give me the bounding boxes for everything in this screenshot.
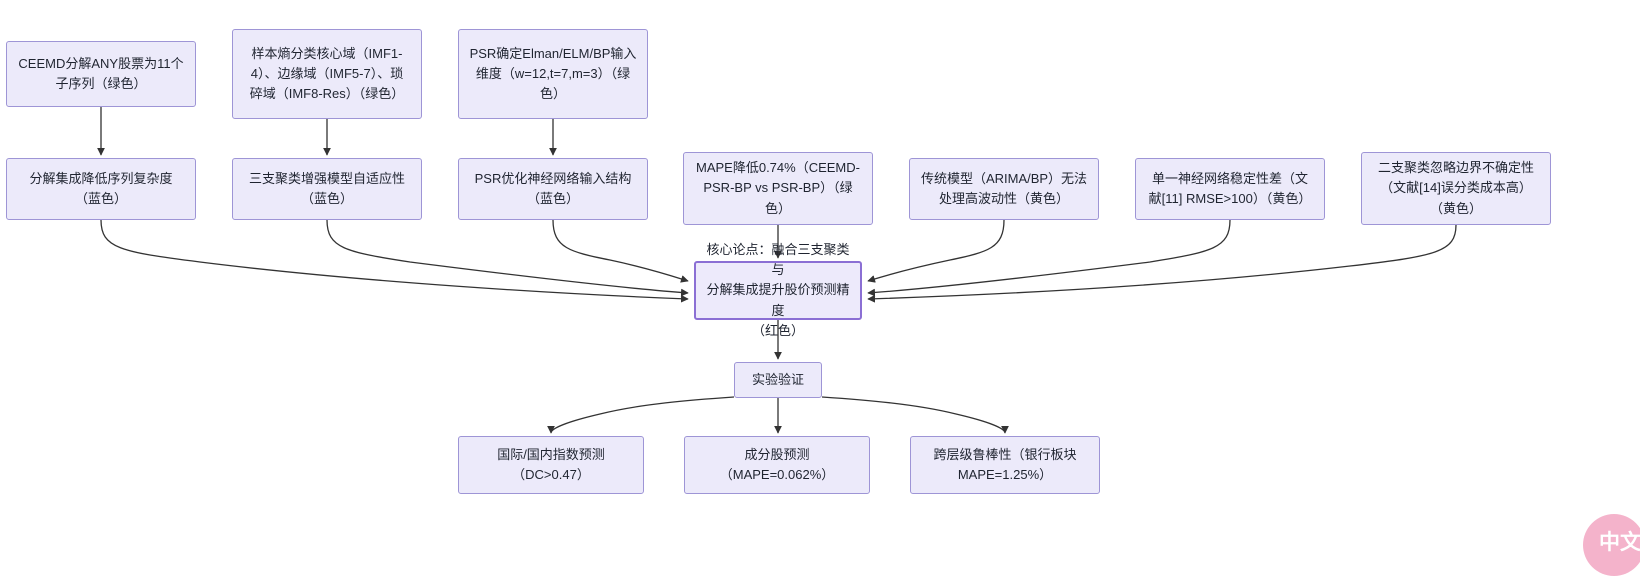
watermark-text: 中文 [1599, 531, 1640, 555]
node-mape-improvement[interactable]: MAPE降低0.74%（CEEMD- PSR-BP vs PSR-BP）（绿 色… [683, 152, 873, 225]
node-psr-optimizes-network-structure[interactable]: PSR优化神经网络输入结构 （蓝色） [458, 158, 648, 220]
node-label: 三支聚类增强模型自适应性 （蓝色） [248, 170, 405, 206]
node-constituent-stock-prediction[interactable]: 成分股预测 （MAPE=0.062%） [684, 436, 870, 494]
node-label: 跨层级鲁棒性（银行板块 MAPE=1.25%） [933, 446, 1077, 482]
node-sample-entropy-classification[interactable]: 样本熵分类核心域（IMF1- 4）、边缘域（IMF5-7）、琐 碎域（IMF8-… [232, 29, 422, 119]
edge-n6-core [552, 219, 689, 283]
node-label: 样本熵分类核心域（IMF1- 4）、边缘域（IMF5-7）、琐 碎域（IMF8-… [249, 45, 405, 102]
edge-n11-n14 [821, 396, 1009, 434]
node-label: PSR确定Elman/ELM/BP输入 维度（w=12,t=7,m=3）（绿 色… [469, 45, 637, 102]
edge-n5-core [326, 219, 689, 297]
node-label: 核心论点：融合三支聚类与 分解集成提升股价预测精度 （红色） [706, 242, 850, 338]
edge-n4-core [100, 219, 689, 303]
node-label: 二支聚类忽略边界不确定性 （文献[14]误分类成本高） （黄色） [1377, 160, 1534, 216]
node-core-thesis[interactable]: 核心论点：融合三支聚类与 分解集成提升股价预测精度 （红色） [694, 242, 862, 338]
node-label: 国际/国内指数预测 （DC>0.47） [497, 446, 605, 482]
node-experimental-validation[interactable]: 实验验证 [734, 362, 822, 398]
edge-n11-n12 [547, 396, 735, 434]
node-cross-level-robustness[interactable]: 跨层级鲁棒性（银行板块 MAPE=1.25%） [910, 436, 1100, 494]
node-traditional-models-limitation[interactable]: 传统模型（ARIMA/BP）无法 处理高波动性（黄色） [909, 158, 1099, 220]
node-label: 单一神经网络稳定性差（文 献[11] RMSE>100）（黄色） [1148, 170, 1312, 206]
node-label: 传统模型（ARIMA/BP）无法 处理高波动性（黄色） [920, 170, 1088, 206]
edge-n8-core [867, 219, 1005, 283]
node-label: PSR优化神经网络输入结构 （蓝色） [474, 170, 632, 206]
node-ceemd-decomposition[interactable]: CEEMD分解ANY股票为11个 子序列（绿色） [6, 41, 196, 107]
watermark-badge: 中文 [1583, 514, 1640, 576]
node-index-prediction[interactable]: 国际/国内指数预测 （DC>0.47） [458, 436, 644, 494]
node-three-way-clustering-adaptivity[interactable]: 三支聚类增强模型自适应性 （蓝色） [232, 158, 422, 220]
node-single-network-instability[interactable]: 单一神经网络稳定性差（文 献[11] RMSE>100）（黄色） [1135, 158, 1325, 220]
node-psr-input-dimension[interactable]: PSR确定Elman/ELM/BP输入 维度（w=12,t=7,m=3）（绿 色… [458, 29, 648, 119]
node-label: 分解集成降低序列复杂度 （蓝色） [29, 170, 173, 206]
edge-n9-core [867, 219, 1231, 297]
node-decomposition-reduces-complexity[interactable]: 分解集成降低序列复杂度 （蓝色） [6, 158, 196, 220]
node-two-way-clustering-limitation[interactable]: 二支聚类忽略边界不确定性 （文献[14]误分类成本高） （黄色） [1361, 152, 1551, 225]
edge-n10-core [867, 224, 1457, 303]
node-label: 实验验证 [751, 371, 804, 387]
node-label: CEEMD分解ANY股票为11个 子序列（绿色） [18, 55, 184, 91]
node-label: 成分股预测 （MAPE=0.062%） [719, 446, 835, 482]
node-label: MAPE降低0.74%（CEEMD- PSR-BP vs PSR-BP）（绿 色… [696, 160, 860, 216]
